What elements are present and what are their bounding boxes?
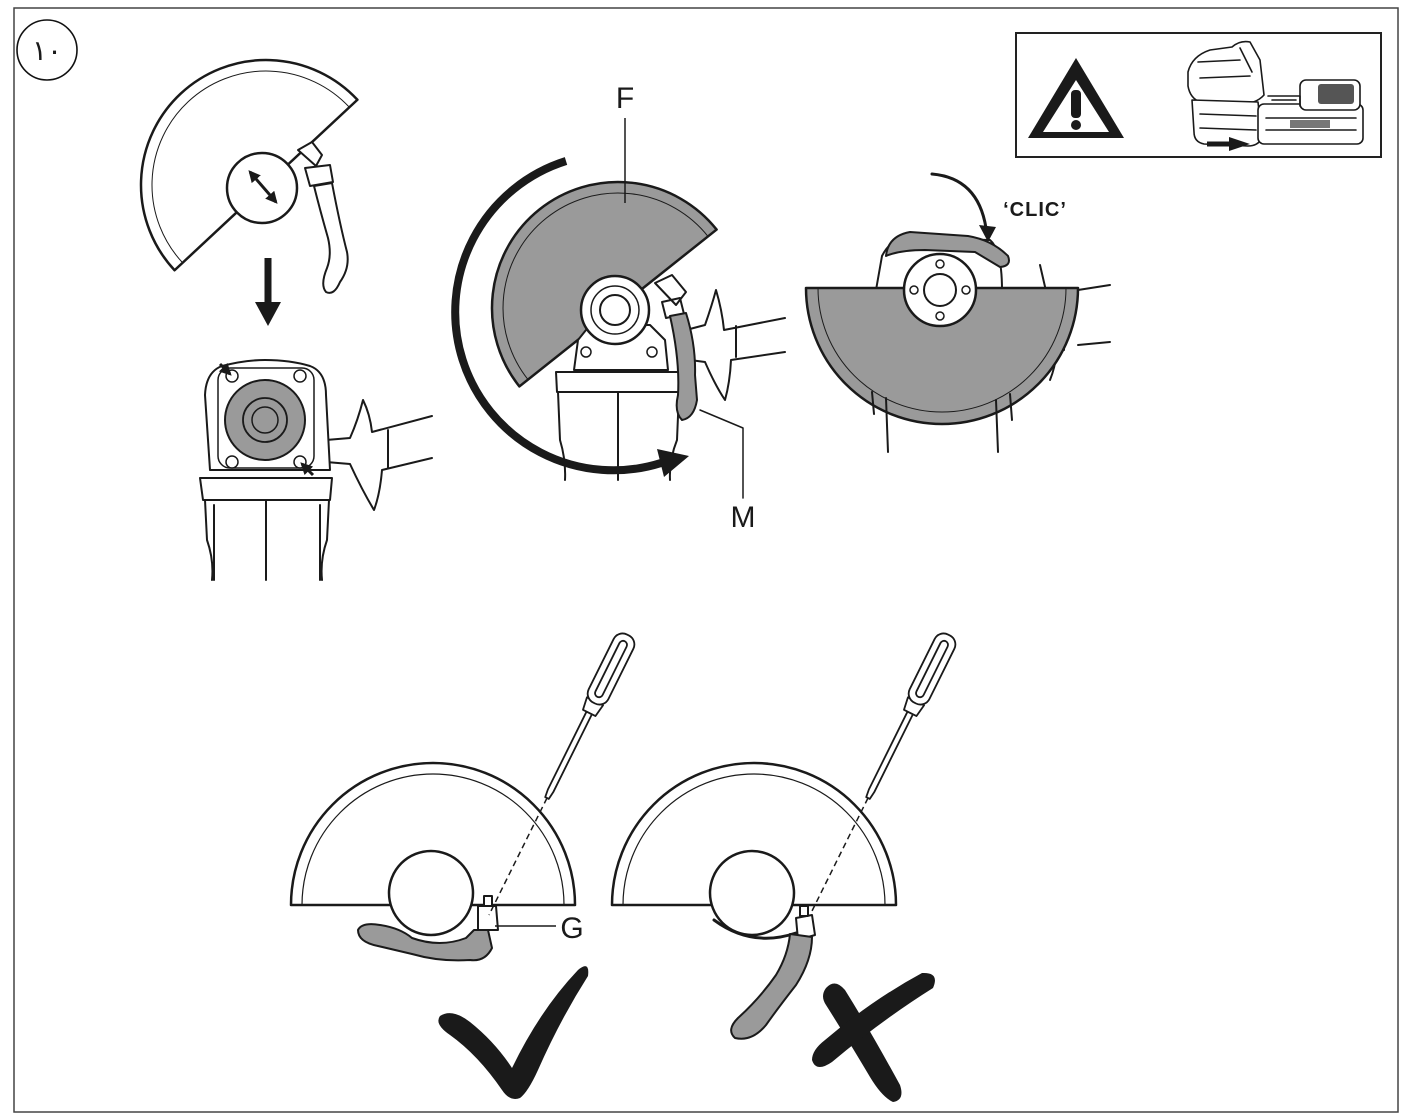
- click-arrow-icon: [930, 172, 988, 230]
- guard: [610, 761, 898, 907]
- warning-triangle-icon: [1028, 58, 1124, 138]
- warning-frame: [1015, 32, 1382, 158]
- clamp-lever-m: [669, 312, 698, 421]
- clamp-band: [712, 918, 798, 940]
- guard: [289, 761, 577, 907]
- motor-body: [557, 391, 680, 481]
- screwdriver-icon: [544, 632, 636, 800]
- clamp-bracket: [654, 274, 687, 319]
- step-number-text: ١٠: [32, 34, 62, 67]
- clamp-lever-closed: [357, 923, 493, 962]
- motor-body: [871, 391, 1013, 453]
- screw-housing: [795, 905, 816, 941]
- down-arrow-icon: [255, 258, 281, 326]
- motor-collar: [199, 477, 333, 501]
- grinder-head-front-view: [199, 359, 433, 581]
- correct-lever-illustration: G: [289, 632, 636, 1099]
- label-m-leader: [699, 409, 744, 499]
- align-arrows-icon: [248, 170, 278, 204]
- incorrect-lever-illustration: [610, 632, 957, 1102]
- motor-collar: [555, 371, 683, 393]
- clamp-lever: [313, 182, 349, 294]
- screw-alignment-line: [488, 797, 548, 916]
- clamp-bracket: [297, 141, 334, 187]
- screwdriver-icon: [865, 632, 957, 800]
- rotation-arrow-icon: [451, 157, 663, 475]
- checkmark-icon: [438, 966, 589, 1099]
- clamp-lever-open: [730, 933, 813, 1040]
- guard-locked-illustration: ‘CLIC’: [804, 172, 1111, 453]
- guard: [804, 286, 1080, 426]
- side-handle: [685, 289, 786, 401]
- guard-collar: [708, 849, 796, 937]
- warning-box: [1015, 32, 1382, 158]
- guard-alignment-illustration: [139, 58, 359, 294]
- guard: [139, 58, 359, 272]
- screw-alignment-line: [810, 797, 869, 914]
- clic-label: ‘CLIC’: [1003, 199, 1067, 221]
- screw-housing: [477, 895, 499, 931]
- screw-pointer-icon: [300, 462, 315, 477]
- page-border: [13, 7, 1399, 1113]
- side-handle: [325, 399, 433, 511]
- screw-pointer-icon: [218, 362, 232, 376]
- guard-collar: [387, 849, 475, 937]
- step-number-circle: [16, 19, 78, 81]
- guard-rotation-illustration: F M: [451, 82, 786, 534]
- label-m: M: [731, 501, 756, 534]
- cross-icon: [812, 972, 935, 1102]
- label-f: F: [616, 82, 634, 115]
- battery-removal-icon: [1187, 40, 1364, 151]
- clamp-lever: [885, 231, 1010, 268]
- step-number-badge: ١٠: [16, 19, 78, 81]
- hand-outline: [1187, 40, 1265, 105]
- label-g: G: [560, 912, 583, 945]
- tool-foot: [1191, 99, 1263, 147]
- motor-body: [204, 499, 330, 581]
